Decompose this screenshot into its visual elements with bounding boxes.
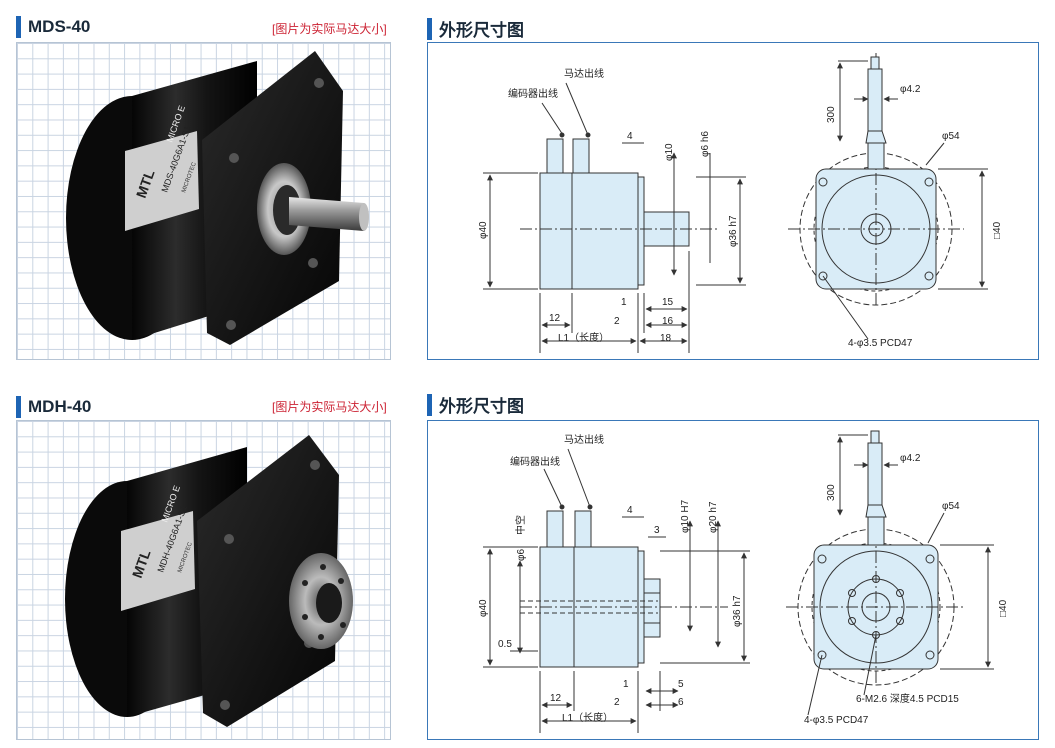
title-bar-icon [16, 16, 21, 38]
drawing-title-text: 外形尺寸图 [439, 397, 524, 416]
encoder-lead-label: 编码器出线 [508, 87, 558, 100]
dim-4: 4 [627, 131, 633, 142]
drawing-box-mdh40: 马达出线 编码器出线 中空 φ6 4 3 φ10 H7 φ20 h7 φ40 φ… [427, 420, 1039, 740]
motor-lead-label: 马达出线 [564, 433, 604, 446]
dim-phi40: φ40 [478, 599, 489, 617]
model-name: MDS-40 [28, 17, 91, 36]
section-title-mdh40: MDH-40 [16, 396, 91, 418]
dim-phi42: φ4.2 [900, 84, 921, 95]
dim-300: 300 [826, 106, 837, 123]
section-title-mds40: MDS-40 [16, 16, 90, 38]
dim-5: 5 [678, 679, 684, 690]
dim-2: 2 [614, 316, 620, 327]
dim-1: 1 [623, 679, 629, 690]
dim-l1: L1（长度） [558, 331, 609, 344]
encoder-lead-label: 编码器出线 [510, 455, 560, 468]
dim-phi36h7: φ36 h7 [732, 595, 743, 627]
dim-pcd47: 4-φ3.5 PCD47 [848, 338, 913, 349]
dim-phi20h7: φ20 h7 [708, 501, 719, 533]
dim-pcd47: 4-φ3.5 PCD47 [804, 715, 869, 726]
dim-phi54: φ54 [942, 131, 960, 142]
dim-m26: 6-M2.6 深度4.5 PCD15 [856, 692, 959, 705]
photo-note: [图片为实际马达大小] [272, 22, 387, 36]
motor-photo-mdh40: MTL MICRO E MDH-40G6A1-S1 MICROTEC [16, 420, 391, 740]
motor-lead-label: 马达出线 [564, 67, 604, 80]
dim-hollow: 中空 [514, 515, 527, 535]
drawing-title-text: 外形尺寸图 [439, 21, 524, 40]
motor-image-mds40: MTL MICRO E MDS-40G6A1-S1 MICROTEC [66, 51, 369, 345]
dim-phi6h6: φ6 h6 [700, 131, 711, 157]
dim-3: 3 [654, 525, 660, 536]
title-bar-icon [427, 17, 432, 40]
drawing-title-bottom: 外形尺寸图 [427, 392, 524, 417]
dimension-drawing-mdh40: 马达出线 编码器出线 中空 φ6 4 3 φ10 H7 φ20 h7 φ40 φ… [478, 430, 1009, 733]
motor-image-mdh40: MTL MICRO E MDH-40G6A1-S1 MICROTEC [65, 435, 353, 727]
dim-15: 15 [662, 297, 674, 308]
dim-2: 2 [614, 697, 620, 708]
dim-12: 12 [550, 693, 562, 704]
dim-1: 1 [621, 297, 627, 308]
dim-300: 300 [826, 484, 837, 501]
dimension-drawing-mds40: 马达出线 编码器出线 4 φ10 φ6 h6 φ40 φ36 h7 1 15 1… [478, 53, 1003, 353]
title-bar-icon [427, 393, 432, 416]
dim-phi10: φ10 [664, 143, 675, 161]
dim-16: 16 [662, 316, 674, 327]
dim-l1: L1（长度） [562, 711, 613, 724]
model-name: MDH-40 [28, 397, 92, 416]
title-bar-icon [16, 396, 21, 418]
motor-photo-mds40: MTL MICRO E MDS-40G6A1-S1 MICROTEC [16, 42, 391, 360]
dim-phi42: φ4.2 [900, 453, 921, 464]
dim-sq40: □40 [992, 221, 1003, 239]
dim-sq40: □40 [998, 599, 1009, 617]
dim-phi54: φ54 [942, 501, 960, 512]
dim-phi6: φ6 [516, 549, 527, 561]
dim-6: 6 [678, 697, 684, 708]
dim-phi40: φ40 [478, 221, 489, 239]
drawing-box-mds40: 马达出线 编码器出线 4 φ10 φ6 h6 φ40 φ36 h7 1 15 1… [427, 42, 1039, 360]
photo-note: [图片为实际马达大小] [272, 400, 387, 414]
dim-phi36h7: φ36 h7 [728, 215, 739, 247]
dim-phi10h7: φ10 H7 [680, 499, 691, 533]
dim-18: 18 [660, 333, 672, 344]
dim-4: 4 [627, 505, 633, 516]
dim-12: 12 [549, 313, 561, 324]
dim-0-5: 0.5 [498, 639, 512, 650]
drawing-title-top: 外形尺寸图 [427, 16, 524, 41]
